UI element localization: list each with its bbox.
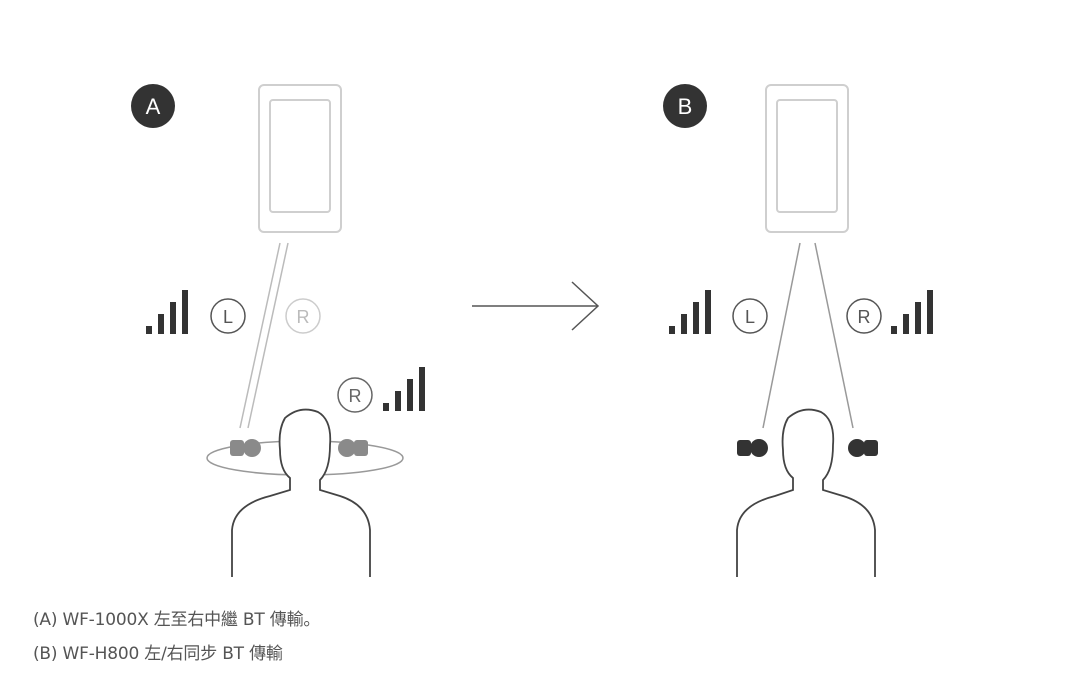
right-channel-label: R	[846, 298, 882, 334]
panel-a: A L R R	[131, 84, 425, 577]
person-a-icon	[231, 408, 371, 577]
signal-bars-icon	[891, 290, 933, 334]
direct-lines	[762, 242, 854, 429]
left-channel-label: L	[210, 298, 246, 334]
badge-a: A	[131, 84, 175, 128]
earbud-right-icon	[848, 439, 878, 457]
caption-a: (A) WF-1000X 左至右中繼 BT 傳輸。	[33, 610, 321, 630]
svg-text:A: A	[146, 94, 161, 119]
earbud-left-icon	[737, 439, 768, 457]
badge-b: B	[663, 84, 707, 128]
relay-right-label: R	[337, 377, 373, 413]
svg-text:R: R	[858, 307, 871, 327]
phone-b-icon	[765, 84, 849, 233]
svg-text:R: R	[297, 307, 310, 327]
signal-bars-icon	[146, 290, 188, 334]
phone-a-icon	[258, 84, 342, 233]
signal-bars-icon	[383, 367, 425, 411]
svg-text:R: R	[349, 386, 362, 406]
svg-text:L: L	[223, 307, 233, 327]
caption-b: (B) WF-H800 左/右同步 BT 傳輸	[33, 644, 283, 664]
earbud-right-icon	[338, 439, 368, 457]
svg-text:B: B	[678, 94, 693, 119]
svg-text:L: L	[745, 307, 755, 327]
relay-lines	[239, 242, 289, 429]
earbud-left-icon	[230, 439, 261, 457]
panel-b: B L R	[663, 84, 933, 577]
arrow-right-icon	[472, 281, 600, 331]
signal-bars-icon	[669, 290, 711, 334]
left-channel-label: L	[732, 298, 768, 334]
person-b-icon	[736, 408, 876, 577]
right-channel-label-faded: R	[285, 298, 321, 334]
